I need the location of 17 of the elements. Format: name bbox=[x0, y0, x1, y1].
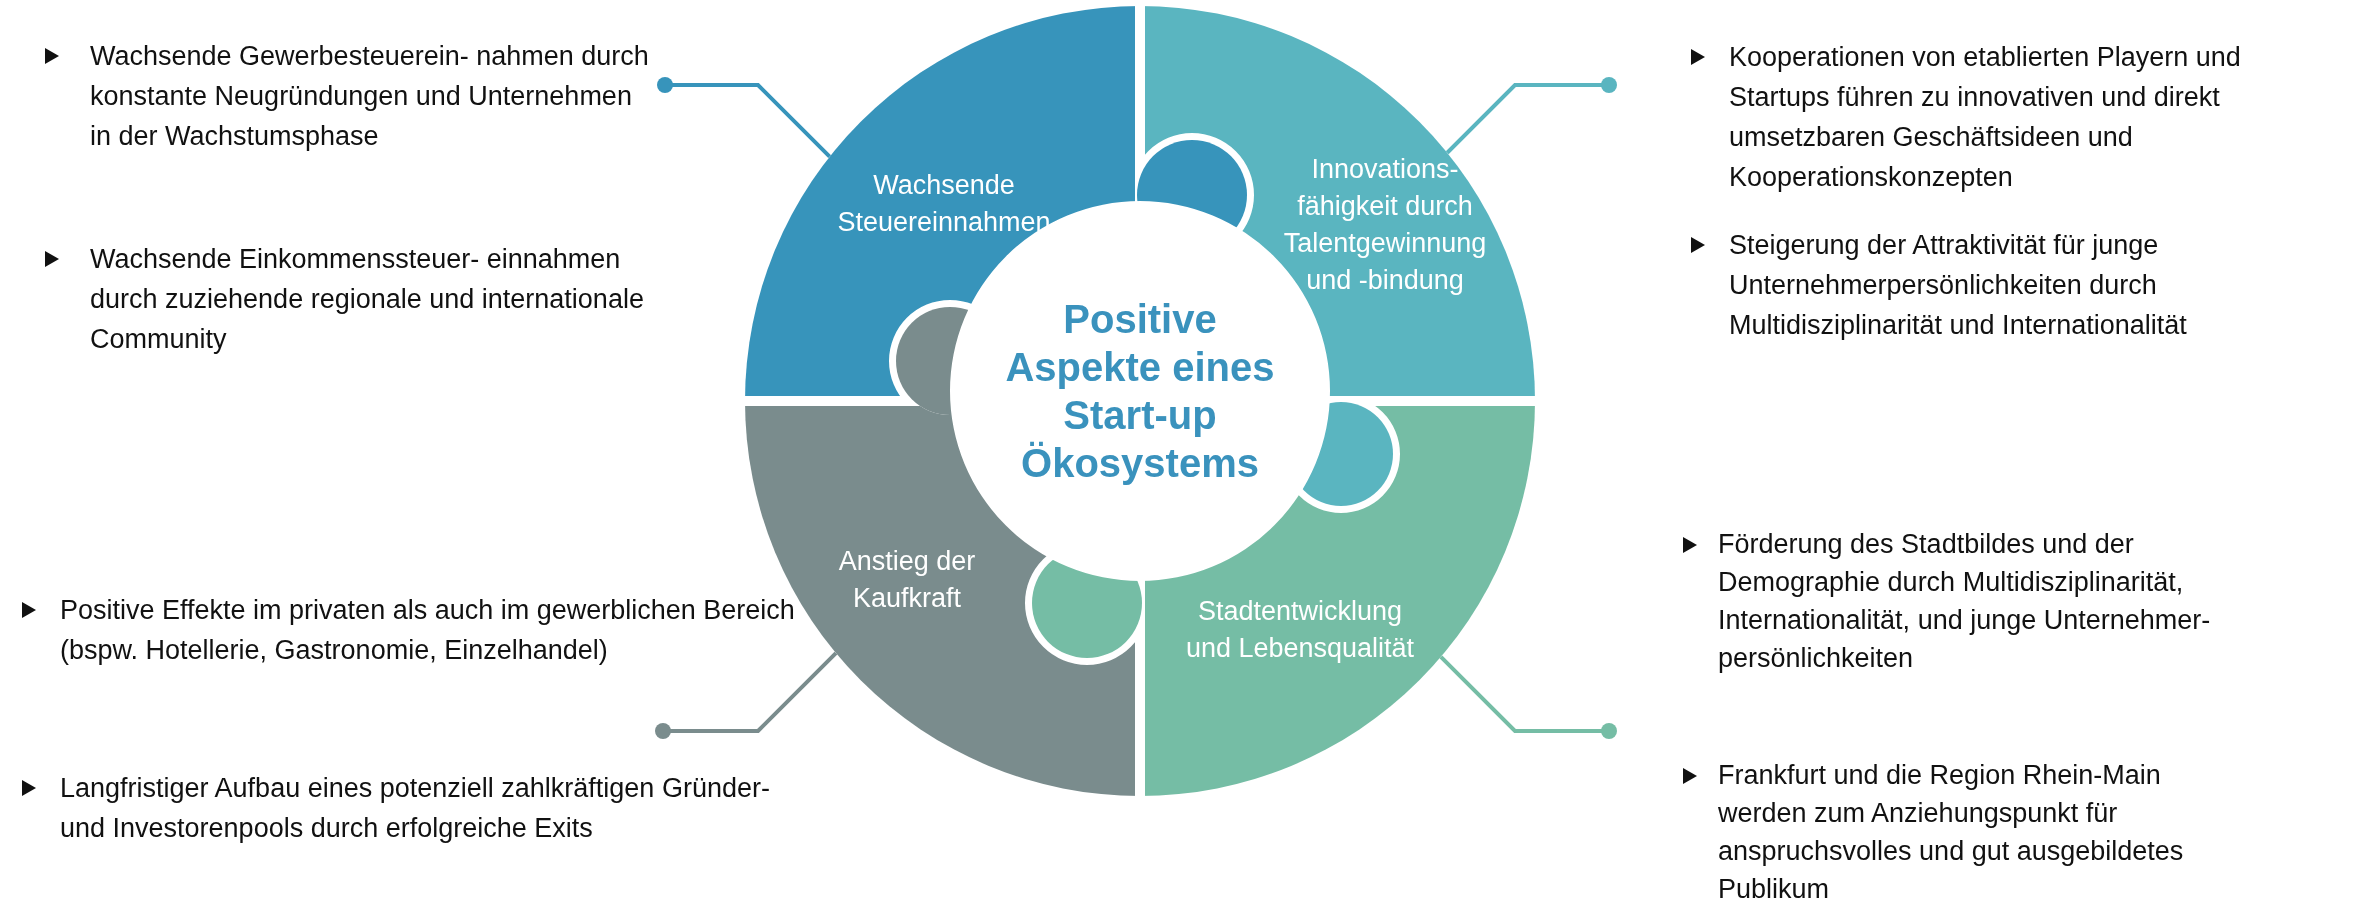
leader-line bbox=[1445, 77, 1617, 155]
bullet-text: Wachsende Einkommenssteuer- einnahmen durch zuziehende regionale und internationale Community bbox=[90, 243, 645, 356]
piece-label: Anstieg der Kaufkraft bbox=[837, 545, 977, 615]
bullet-text: Wachsende Gewerbesteuerein- nahmen durch konstante Neugründungen und Unternehmen in der Wachstumsphase bbox=[90, 40, 650, 153]
bullet-text: Langfristiger Aufbau eines potenziell zahlkräftigen Gründer- und Investorenpools durch erfolgreiche Exits bbox=[60, 772, 771, 845]
bullet-text: Frankfurt und die Region Rhein-Main werden zum Anziehungspunkt für anspruchsvolles und gut ausgebildetes Publikum bbox=[1718, 759, 2185, 906]
center-title: Positive Aspekte eines Start-up Ökosystems bbox=[1004, 296, 1276, 487]
bullet-text: Kooperationen von etablierten Playern und Startups führen zu innovativen und direkt umsetzbaren Geschäftsideen und Kooperationskonzepten bbox=[1729, 41, 2242, 194]
bullet-text: Steigerung der Attraktivität für junge Unternehmerpersönlichkeiten durch Multidisziplinarität und Internationalität bbox=[1729, 229, 2188, 342]
bullet-text: Positive Effekte im privaten als auch im gewerblichen Bereich (bspw. Hotellerie, Gastronomie, Einzelhandel) bbox=[60, 594, 795, 667]
leader-line bbox=[1439, 655, 1617, 739]
piece-label: Wachsende Steuereinnahmen bbox=[836, 169, 1052, 239]
leader-line bbox=[657, 77, 832, 159]
leader-line bbox=[655, 651, 838, 739]
piece-label: Stadtentwicklung und Lebensqualität bbox=[1184, 595, 1416, 665]
piece-label: Innovations- fähigkeit durch Talentgewinnung und -bindung bbox=[1282, 153, 1488, 297]
bullet-text: Förderung des Stadtbildes und der Demographie durch Multidisziplinarität, Internationalität, und junge Unternehmer- persönlichkeiten bbox=[1718, 528, 2212, 675]
